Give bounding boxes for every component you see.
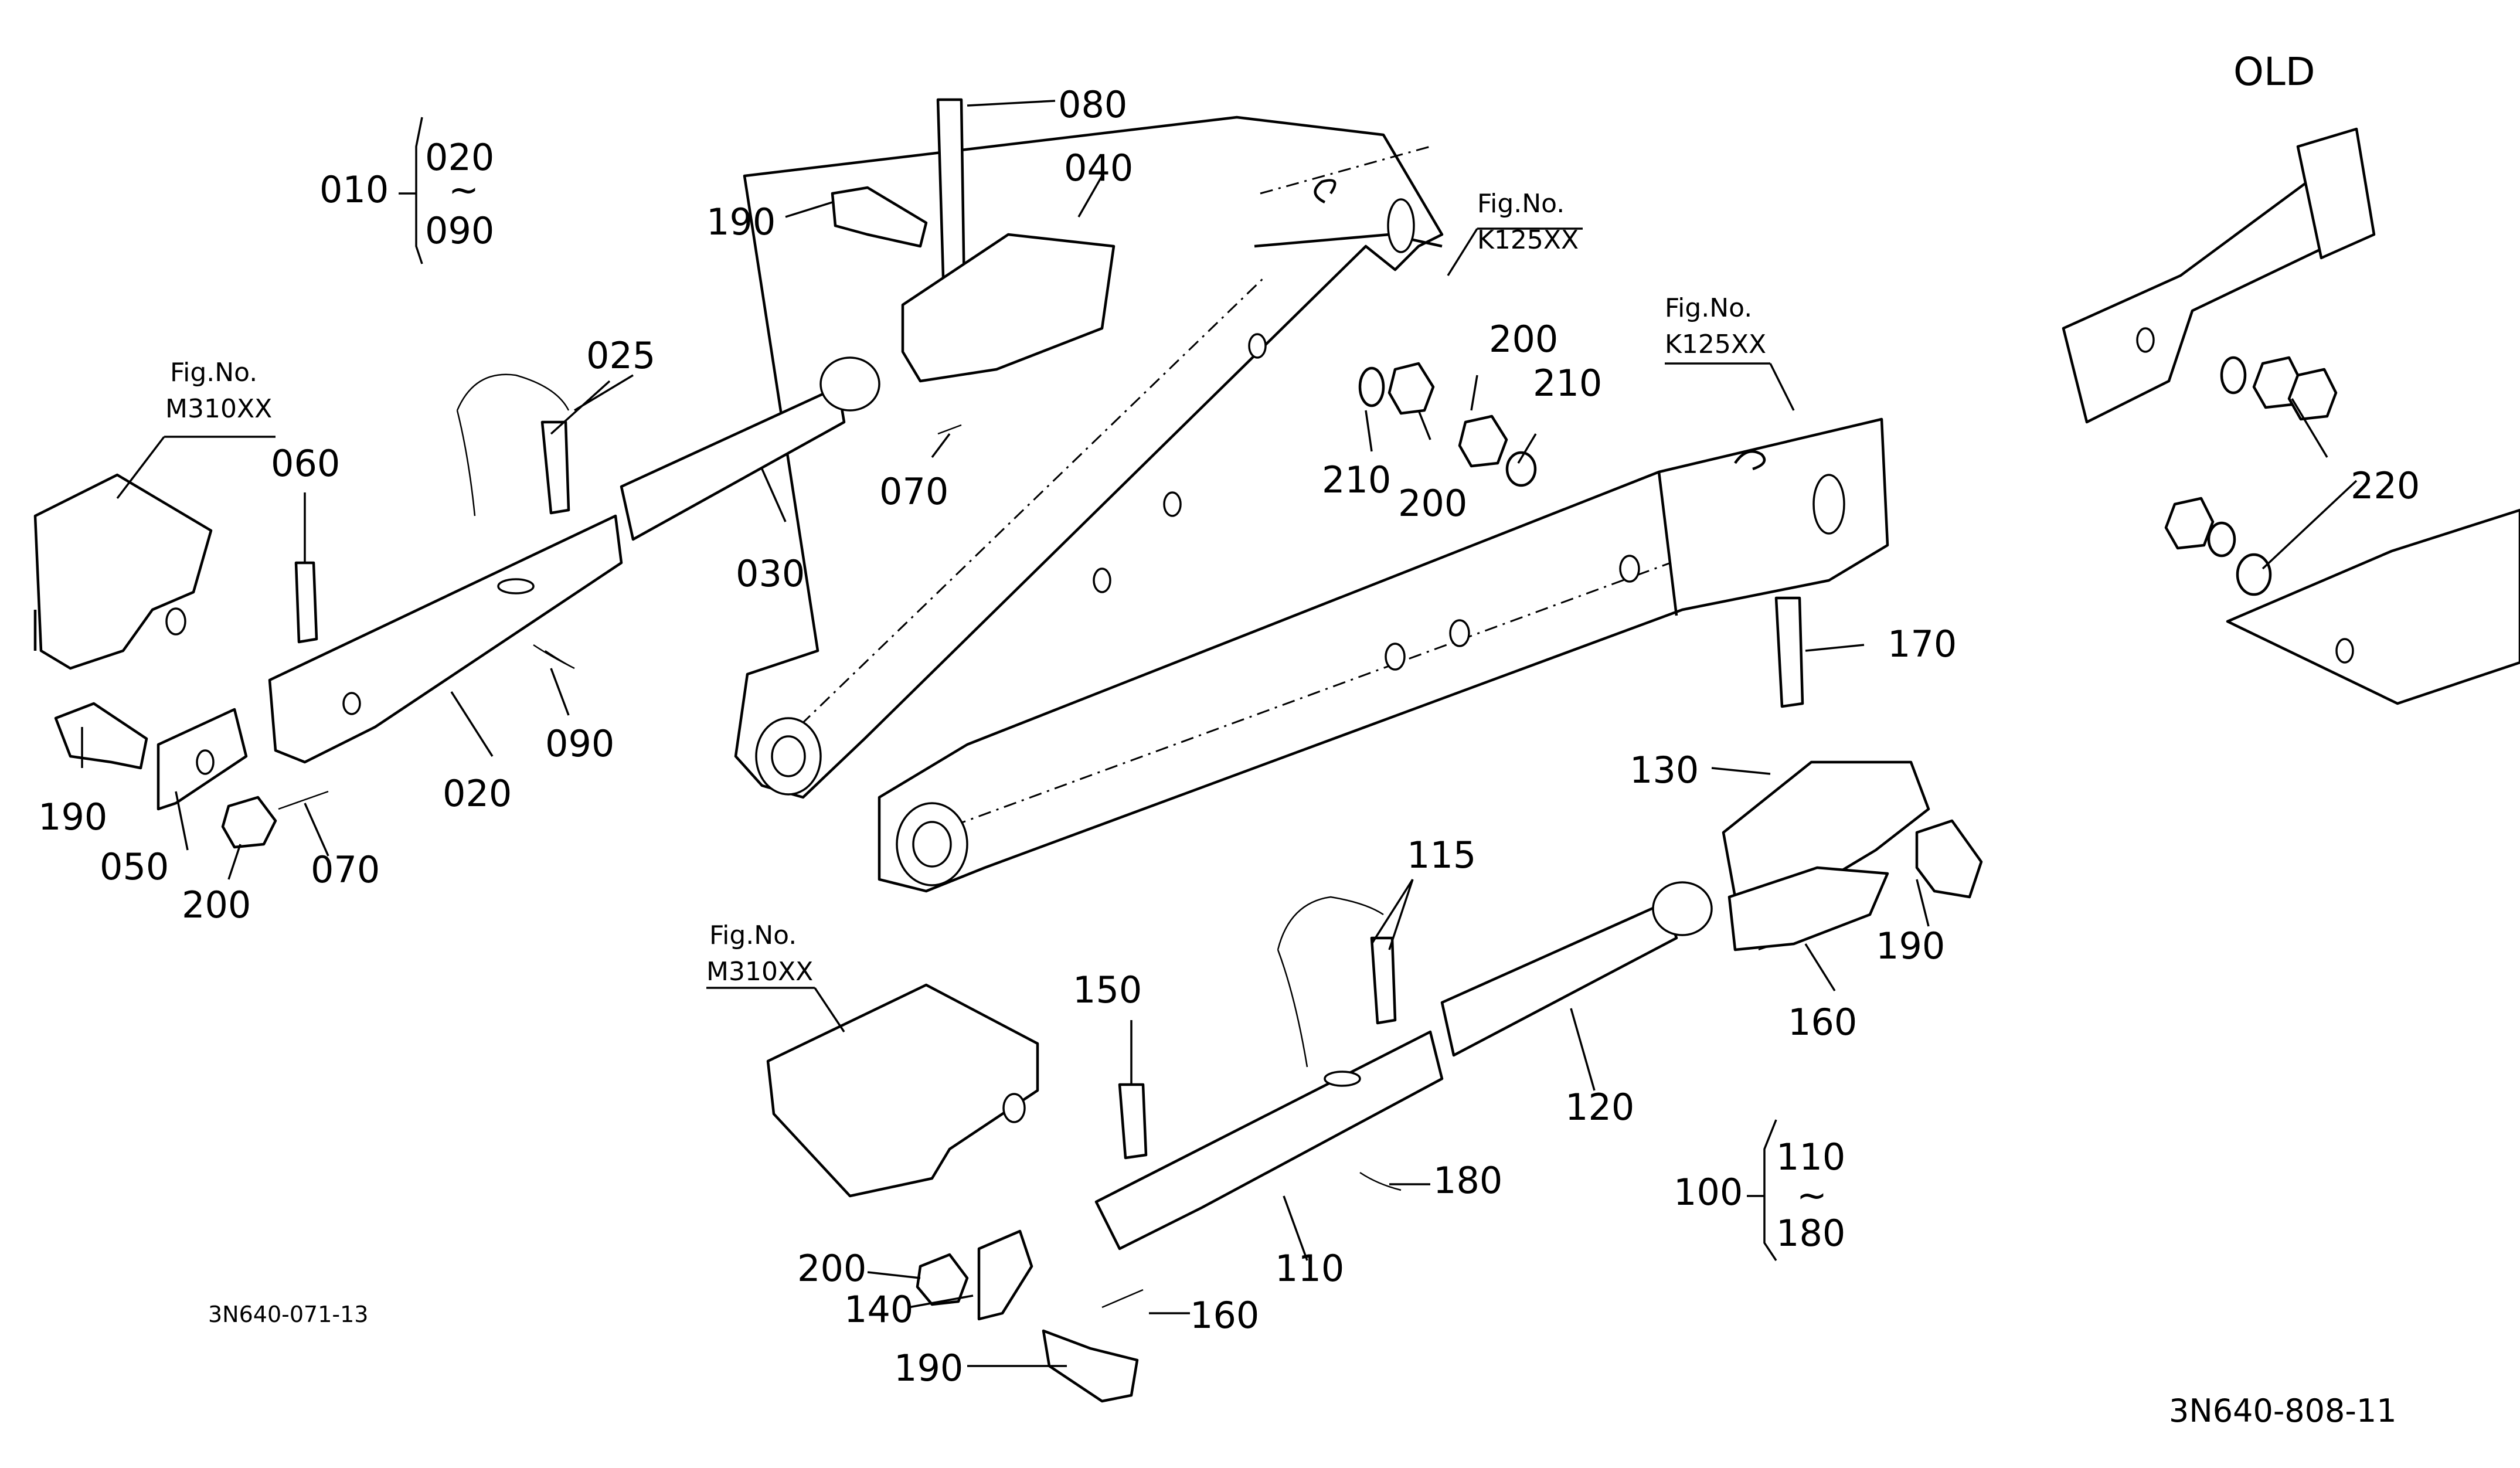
group-lower-tilde: ~ (1797, 1174, 1827, 1216)
part-label-025: 025 (586, 334, 655, 377)
old-header: OLD (2233, 49, 2315, 94)
group-upper-from: 020 (425, 136, 494, 179)
fig-ref-mid-center-line1: Fig.No. (1665, 293, 1752, 323)
lower-lift-arm (878, 417, 1889, 893)
part-label-190-top: 190 (706, 201, 776, 243)
part-label-200-b: 200 (1398, 482, 1467, 525)
part-label-190-bottom: 190 (894, 1347, 963, 1389)
part-label-170: 170 (1888, 623, 1957, 665)
group-bracket-lower (1747, 1119, 1777, 1261)
fig-ref-bottom-line1: Fig.No. (709, 920, 797, 950)
part-label-040: 040 (1064, 147, 1133, 189)
part-label-130: 130 (1630, 749, 1699, 791)
part-label-080: 080 (1058, 83, 1127, 126)
upper-link-assembly (33, 98, 1537, 849)
leader-lines (81, 100, 2358, 1367)
part-label-140: 140 (844, 1288, 913, 1331)
fig-ref-top-left-line1: Fig.No. (170, 358, 257, 388)
lower-link-assembly (766, 596, 1983, 1403)
part-label-110: 110 (1275, 1247, 1344, 1290)
group-upper-parent: 010 (319, 168, 389, 211)
group-upper-to: 090 (425, 209, 494, 252)
fig-ref-bottom-line2: M310XX (706, 957, 813, 987)
part-label-090: 090 (545, 722, 614, 765)
group-bracket-upper (399, 117, 423, 264)
part-label-070-left: 070 (311, 848, 380, 891)
part-label-180: 180 (1433, 1159, 1502, 1202)
part-label-150: 150 (1073, 969, 1142, 1011)
part-label-190-right: 190 (1876, 925, 1945, 967)
group-upper-tilde: ~ (448, 168, 479, 211)
group-lower-from: 110 (1776, 1136, 1845, 1178)
fig-ref-top-left-line2: M310XX (165, 394, 272, 424)
part-label-115: 115 (1407, 834, 1476, 876)
part-label-070-top: 070 (879, 470, 948, 513)
part-label-200-left: 200 (182, 883, 251, 926)
drawing-code-left: 3N640-071-13 (208, 1302, 368, 1327)
group-lower-parent: 100 (1674, 1171, 1743, 1214)
drawing-code-right: 3N640-808-11 (2169, 1392, 2397, 1429)
part-label-210-b: 210 (1322, 458, 1391, 501)
part-label-160-bottom: 160 (1190, 1294, 1259, 1337)
part-label-200-bottom: 200 (797, 1247, 866, 1290)
fig-ref-top-center-line1: Fig.No. (1477, 189, 1565, 219)
part-label-220: 220 (2351, 464, 2420, 507)
part-label-020: 020 (443, 772, 512, 815)
part-label-030: 030 (736, 552, 805, 595)
upper-lift-arm (734, 115, 1444, 799)
fig-ref-mid-center-line2: K125XX (1665, 329, 1766, 359)
part-label-190-left: 190 (38, 796, 107, 838)
old-detail (2062, 127, 2520, 705)
group-lower-to: 180 (1776, 1212, 1845, 1255)
part-label-200-a: 200 (1489, 318, 1558, 361)
part-label-120: 120 (1565, 1086, 1634, 1129)
part-label-210-a: 210 (1533, 362, 1602, 405)
part-label-160-right: 160 (1788, 1001, 1857, 1044)
part-label-050: 050 (100, 845, 169, 888)
part-label-060: 060 (271, 442, 340, 485)
fig-ref-top-center-line2: K125XX (1477, 225, 1579, 255)
